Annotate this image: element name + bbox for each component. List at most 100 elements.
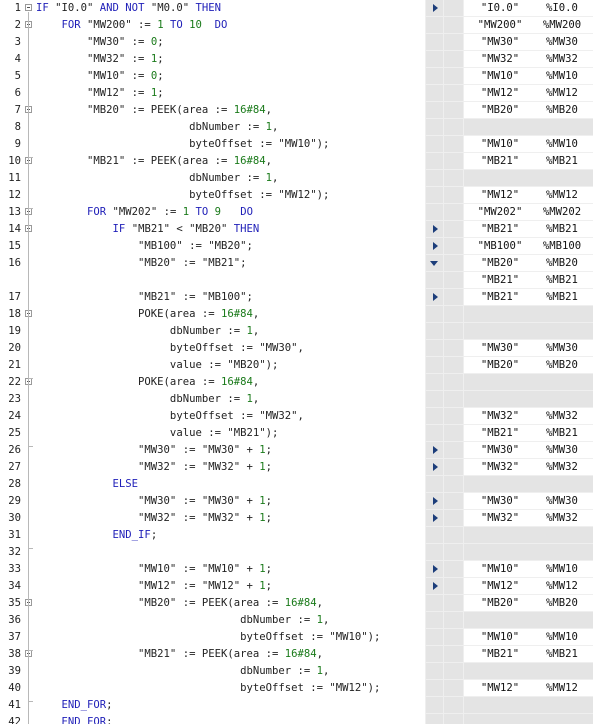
status-cell xyxy=(426,391,443,407)
code-token: byteOffset := "MW10"); xyxy=(36,631,381,643)
tag-address: %MW10 xyxy=(546,70,578,82)
code-token: "MB20" := PEEK(area := xyxy=(36,104,234,116)
number-token: 16#84 xyxy=(220,376,253,388)
monitor-value-cell xyxy=(464,442,593,458)
status-cell xyxy=(426,357,443,373)
tag-name: "MW30" xyxy=(480,444,520,456)
monitor-row: "MB20"%MB20 xyxy=(425,102,593,119)
code-token: "MW10" := "MW10" + xyxy=(36,563,260,575)
code-token: , xyxy=(252,308,260,320)
monitor-value-cell xyxy=(464,697,593,713)
number-token: 10 xyxy=(189,19,202,31)
code-text: dbNumber := 1, xyxy=(36,119,278,136)
monitor-spacer-cell xyxy=(444,34,463,50)
number-token: 1 xyxy=(259,495,266,507)
monitor-row: "MW10"%MW10 xyxy=(425,561,593,578)
status-cell xyxy=(426,476,443,492)
tag-address: %MB21 xyxy=(546,648,578,660)
monitor-spacer-cell xyxy=(444,595,463,611)
tag-address: %MB21 xyxy=(546,274,578,286)
tag-address: %MW10 xyxy=(546,631,578,643)
number-token: 16#84 xyxy=(284,597,317,609)
monitor-row: "MW30"%MW30 xyxy=(425,340,593,357)
line-number: 40 xyxy=(8,682,21,694)
fold-guide xyxy=(28,658,29,701)
code-text: POKE(area := 16#84, xyxy=(36,374,259,391)
status-cell xyxy=(426,238,443,254)
expand-down-arrow-icon[interactable] xyxy=(430,261,438,266)
line-number: 38 xyxy=(8,648,21,660)
code-token: "MW32" := xyxy=(36,53,151,65)
number-token: 1 xyxy=(246,325,253,337)
tag-name: "MB21" xyxy=(480,274,520,286)
expand-right-arrow-icon[interactable] xyxy=(433,463,438,471)
fold-guide-end xyxy=(28,446,33,447)
expand-right-arrow-icon[interactable] xyxy=(433,582,438,590)
line-number: 16 xyxy=(8,257,21,269)
expand-right-arrow-icon[interactable] xyxy=(433,4,438,12)
code-token: , xyxy=(252,393,260,405)
keyword-token: FOR xyxy=(61,19,81,31)
status-cell xyxy=(426,527,443,543)
tag-address: %MW202 xyxy=(542,206,582,218)
status-cell xyxy=(426,0,443,16)
line-number: 15 xyxy=(8,240,21,252)
keyword-token: END_FOR xyxy=(61,716,107,724)
monitor-value-cell xyxy=(464,680,593,696)
code-token xyxy=(36,223,113,235)
code-text: value := "MB21"); xyxy=(36,425,278,442)
status-cell xyxy=(426,153,443,169)
code-token: ; xyxy=(265,563,273,575)
code-token: ; xyxy=(106,716,113,724)
tag-name: "MW10" xyxy=(480,631,520,643)
code-text: FOR "MW202" := 1 TO 9 DO xyxy=(36,204,253,221)
monitor-row: "MB21"%MB21 xyxy=(425,425,593,442)
number-token: 1 xyxy=(259,580,266,592)
monitor-row xyxy=(425,323,593,340)
code-token xyxy=(36,478,113,490)
number-token: 1 xyxy=(265,172,272,184)
monitor-value-cell xyxy=(464,136,593,152)
monitor-row: "MW12"%MW12 xyxy=(425,578,593,595)
number-token: 0 xyxy=(150,36,158,48)
monitor-tag-pane[interactable]: "I0.0"%I0.0"MW200"%MW200"MW30"%MW30"MW32… xyxy=(425,0,593,724)
code-text: "MW10" := "MW10" + 1; xyxy=(36,561,272,578)
monitor-value-cell xyxy=(464,510,593,526)
monitor-value-cell xyxy=(464,153,593,169)
monitor-row xyxy=(425,170,593,187)
tag-address: %MW12 xyxy=(546,189,578,201)
monitor-value-cell xyxy=(464,255,593,271)
line-number: 10 xyxy=(8,155,21,167)
monitor-spacer-cell xyxy=(444,51,463,67)
expand-right-arrow-icon[interactable] xyxy=(433,293,438,301)
code-token: byteOffset := "MW10"); xyxy=(36,138,330,150)
keyword-token: ELSE xyxy=(112,478,139,490)
expand-right-arrow-icon[interactable] xyxy=(433,565,438,573)
tag-address: %MB20 xyxy=(546,359,578,371)
expand-right-arrow-icon[interactable] xyxy=(433,514,438,522)
monitor-row: "MB20"%MB20 xyxy=(425,255,593,272)
expand-right-arrow-icon[interactable] xyxy=(433,242,438,250)
expand-right-arrow-icon[interactable] xyxy=(433,497,438,505)
code-token: value := "MB21"); xyxy=(36,427,279,439)
collapse-toggle-icon[interactable] xyxy=(25,4,32,11)
line-number: 5 xyxy=(14,70,21,82)
status-cell xyxy=(426,510,443,526)
monitor-spacer-cell xyxy=(444,612,463,628)
expand-right-arrow-icon[interactable] xyxy=(433,446,438,454)
code-text: ELSE xyxy=(36,476,139,493)
tag-address: %MW32 xyxy=(546,53,578,65)
monitor-row: "MB100"%MB100 xyxy=(425,238,593,255)
code-token: byteOffset := "MW12"); xyxy=(36,682,381,694)
monitor-spacer-cell xyxy=(444,102,463,118)
expand-right-arrow-icon[interactable] xyxy=(433,225,438,233)
code-token: ; xyxy=(157,36,164,48)
line-number: 4 xyxy=(14,53,21,65)
line-number: 41 xyxy=(8,699,21,711)
code-text: "MW12" := "MW12" + 1; xyxy=(36,578,272,595)
monitor-spacer-cell xyxy=(444,17,463,33)
tag-address: %MB20 xyxy=(546,597,578,609)
tag-address: %MW30 xyxy=(546,342,578,354)
line-number: 36 xyxy=(8,614,21,626)
